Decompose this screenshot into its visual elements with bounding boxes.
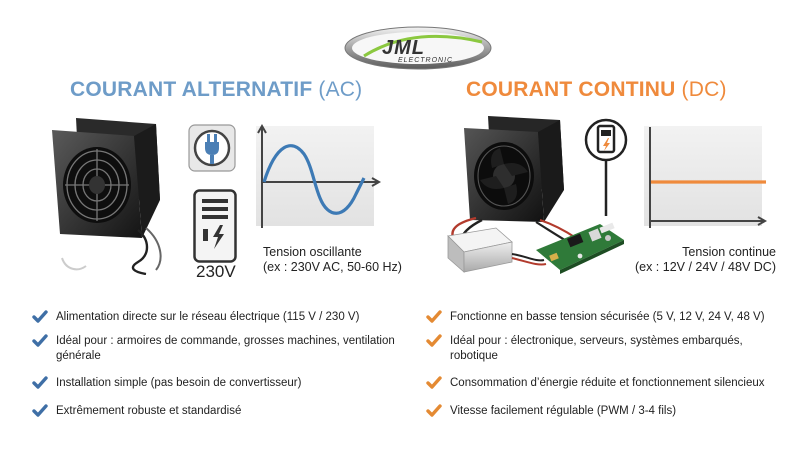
list-item: Idéal pour : armoires de commande, gross…	[32, 334, 402, 376]
check-icon	[32, 310, 48, 323]
circuit-board-icon	[536, 222, 624, 274]
ac-voltage-label: 230V	[196, 262, 236, 281]
plug-icon	[188, 124, 236, 172]
flat-line-icon	[644, 126, 768, 228]
check-icon	[426, 404, 442, 417]
ac-feature-text: Alimentation directe sur le réseau élect…	[56, 311, 360, 323]
list-item: Extrêmement robuste et standardisé	[32, 404, 402, 424]
sine-wave-icon	[256, 124, 382, 228]
power-supply-icon	[447, 227, 513, 273]
dc-feature-text: Vitesse facilement régulable (PWM / 3-4 …	[450, 405, 677, 417]
logo-sub-text: ELECTRONIC	[398, 57, 453, 64]
list-item: Installation simple (pas besoin de conve…	[32, 376, 402, 404]
dc-fan-assembly	[447, 116, 624, 274]
dc-caption-line1: Tension continue	[682, 245, 776, 259]
ac-feature-list: Alimentation directe sur le réseau élect…	[32, 310, 402, 424]
check-icon	[426, 376, 442, 389]
ac-caption-line2: (ex : 230V AC, 50-60 Hz)	[263, 260, 402, 274]
dc-caption: Tension continue (ex : 12V / 24V / 48V D…	[612, 245, 776, 275]
check-icon	[32, 334, 48, 347]
ac-feature-text: Installation simple (pas besoin de conve…	[56, 377, 302, 389]
list-item: Consommation d’énergie réduite et foncti…	[426, 376, 786, 404]
dc-feature-list: Fonctionne en basse tension sécurisée (5…	[426, 310, 786, 424]
dc-title-main: COURANT CONTINU	[466, 78, 676, 101]
dc-feature-text: Fonctionne en basse tension sécurisée (5…	[450, 311, 765, 323]
dc-supply-badge	[584, 118, 628, 216]
power-cabinet-icon	[193, 189, 237, 263]
ac-caption: Tension oscillante (ex : 230V AC, 50-60 …	[263, 245, 402, 275]
check-icon	[32, 376, 48, 389]
ac-caption-line1: Tension oscillante	[263, 245, 362, 259]
list-item: Alimentation directe sur le réseau élect…	[32, 310, 402, 334]
ac-title-abbr: (AC)	[318, 78, 363, 101]
logo-swoosh	[363, 34, 483, 58]
logo-main-text: JML	[382, 37, 425, 59]
ac-feature-text: Idéal pour : armoires de commande, gross…	[56, 335, 395, 362]
fan-icon	[52, 118, 162, 275]
check-icon	[426, 334, 442, 347]
dc-caption-line2: (ex : 12V / 24V / 48V DC)	[634, 260, 776, 274]
list-item: Fonctionne en basse tension sécurisée (5…	[426, 310, 786, 334]
list-item: Idéal pour : électronique, serveurs, sys…	[426, 334, 786, 376]
ac-feature-text: Extrêmement robuste et standardisé	[56, 405, 242, 417]
ac-title: COURANT ALTERNATIF (AC)	[70, 78, 362, 102]
list-item: Vitesse facilement régulable (PWM / 3-4 …	[426, 404, 786, 424]
fan-icon	[464, 116, 564, 222]
dc-feature-text: Consommation d’énergie réduite et foncti…	[450, 377, 765, 389]
check-icon	[32, 404, 48, 417]
dc-title-abbr: (DC)	[681, 78, 727, 101]
dc-feature-text: Idéal pour : électronique, serveurs, sys…	[450, 335, 743, 362]
ac-title-main: COURANT ALTERNATIF	[70, 78, 313, 101]
brand-logo: JML ELECTRONIC	[344, 26, 492, 70]
dc-title: COURANT CONTINU (DC)	[466, 78, 727, 102]
check-icon	[426, 310, 442, 323]
